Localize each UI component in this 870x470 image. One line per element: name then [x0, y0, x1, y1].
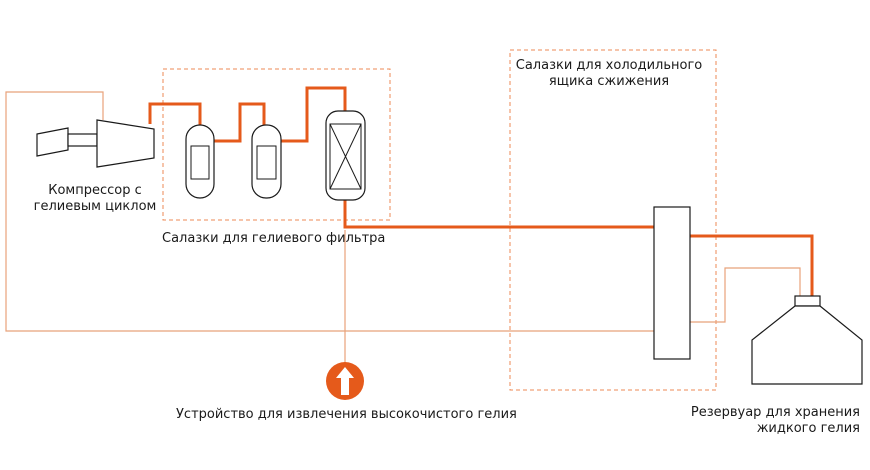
tank-return-line — [690, 267, 801, 323]
storage-label-line-1: Резервуар для хранения — [690, 405, 860, 420]
compressor-label-line-1: Компрессор с — [48, 183, 142, 198]
adsorber-vessel-icon — [325, 110, 366, 201]
filter-skid-boundary — [162, 68, 391, 221]
filter-vessel-1-icon — [185, 124, 215, 199]
cold-box-label: Салазки для холодильного ящика сжижения — [506, 58, 712, 90]
heat-exchanger — [653, 206, 691, 360]
extraction-label: Устройство для извлечения высокочистого … — [176, 407, 517, 422]
storage-label-line-2: жидкого гелия — [756, 421, 860, 436]
storage-label: Резервуар для хранения жидкого гелия — [660, 405, 860, 437]
compressor-icon — [36, 119, 155, 168]
cold-box-label-line-2: ящика сжижения — [548, 74, 670, 89]
return-loop-line — [5, 91, 654, 332]
process-line-2 — [214, 102, 266, 143]
process-line-3 — [281, 86, 347, 143]
storage-tank-icon — [751, 295, 863, 385]
compressor-label-line-2: гелиевым циклом — [33, 199, 157, 214]
cold-box-label-line-1: Салазки для холодильного — [515, 58, 703, 73]
process-line-4 — [343, 198, 654, 229]
compressor-label: Компрессор с гелиевым циклом — [20, 183, 170, 215]
filter-skid-label: Салазки для гелиевого фильтра — [162, 231, 386, 246]
up-arrow-icon — [326, 362, 364, 400]
process-line-1 — [148, 102, 202, 128]
process-line-5 — [690, 234, 814, 298]
filter-vessel-2-icon — [251, 124, 282, 199]
